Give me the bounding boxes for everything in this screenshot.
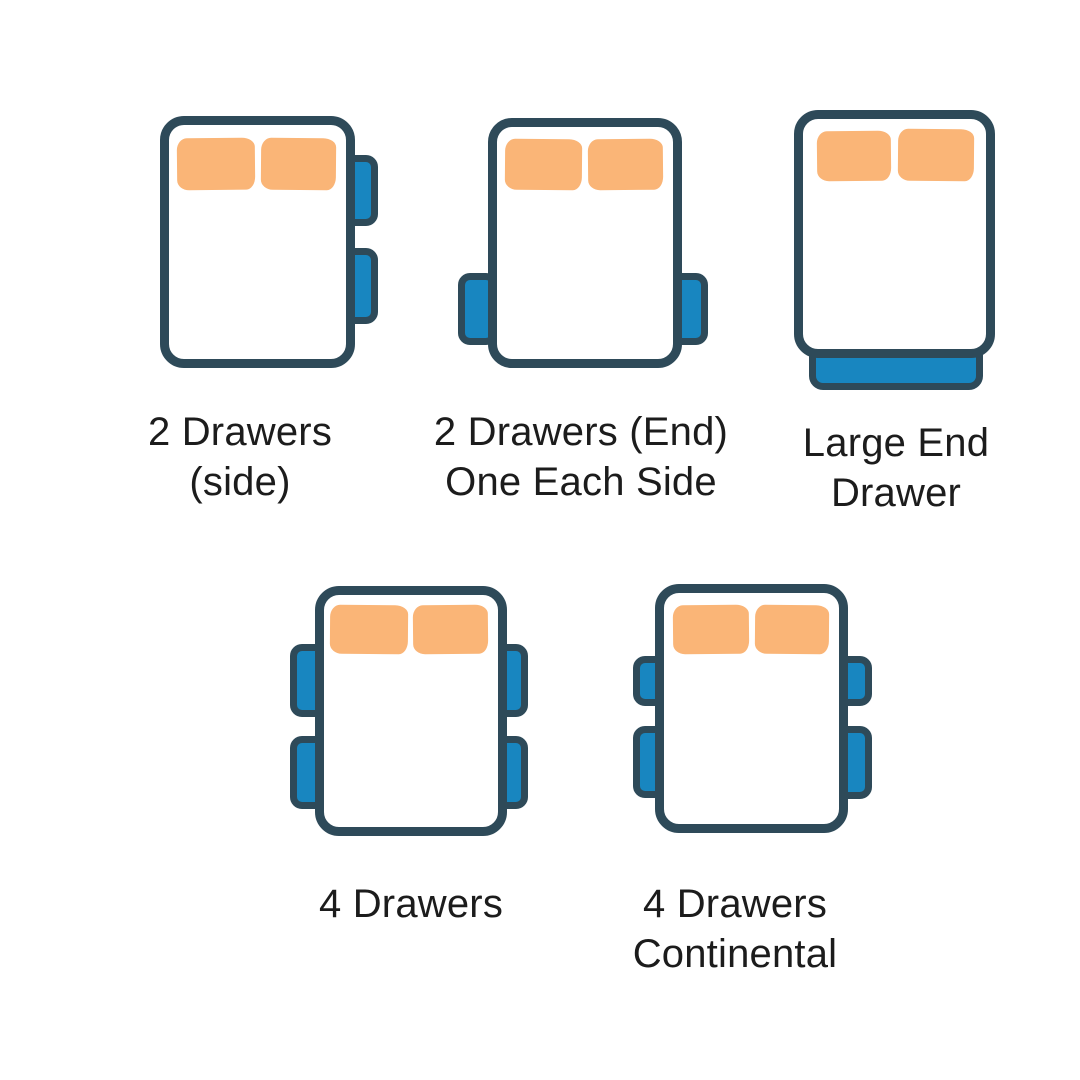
bed-top-view-icon [794,110,995,358]
caption-line-1: 2 Drawers (End) [433,410,729,454]
side-drawer-icon [290,644,330,717]
pillow-left-icon [672,604,750,655]
caption-line-2: One Each Side [445,460,717,504]
side-drawer-icon [488,644,528,717]
caption-line-2: Drawer [830,471,962,515]
bed-top-view-icon [160,116,355,368]
figure-caption: 2 Drawers (End) One Each Side [421,407,741,507]
pillow-left-icon [176,137,256,191]
figure-2-drawers-side: 2 Drawers (side) [40,16,1040,1064]
pillow-right-icon [897,128,975,182]
figure-caption: 4 Drawers Continental [595,879,875,979]
caption-line-2: Continental [632,932,838,976]
pillow-right-icon [587,138,664,191]
caption-line-1: Large End [802,421,990,465]
caption-line-1: 2 Drawers [147,410,333,454]
side-drawer-icon [834,656,872,706]
figure-caption: 2 Drawers (side) [100,407,380,507]
pillow-right-icon [412,604,489,655]
bed-top-view-icon [315,586,507,836]
pillow-left-icon [816,130,892,182]
side-drawer-icon [290,736,330,809]
side-drawer-icon [633,656,671,706]
pillow-left-icon [329,604,409,655]
figure-4-drawers-continental: 4 Drawers Continental [40,16,1040,1064]
figure-4-drawers: 4 Drawers [40,16,1040,1064]
caption-line-1: 4 Drawers [642,882,828,926]
side-drawer-icon [668,273,708,345]
side-drawer-icon [488,736,528,809]
side-drawer-icon [338,155,378,226]
side-drawer-icon [458,273,498,345]
caption-line-1: 4 Drawers [318,882,504,926]
end-drawer-icon [809,336,983,390]
side-drawer-icon [834,726,872,799]
bed-top-view-icon [488,118,682,368]
pillow-right-icon [754,604,830,655]
side-drawer-icon [633,726,671,798]
figure-2-drawers-end: 2 Drawers (End) One Each Side [40,16,1040,1064]
pillow-right-icon [260,137,337,191]
figure-caption: 4 Drawers [271,879,551,929]
figure-large-end-drawer: Large End Drawer [40,16,1040,1064]
bed-top-view-icon [655,584,848,833]
figure-caption: Large End Drawer [756,418,1036,518]
pillow-left-icon [504,138,583,191]
caption-line-2: (side) [189,460,291,504]
side-drawer-icon [338,248,378,324]
